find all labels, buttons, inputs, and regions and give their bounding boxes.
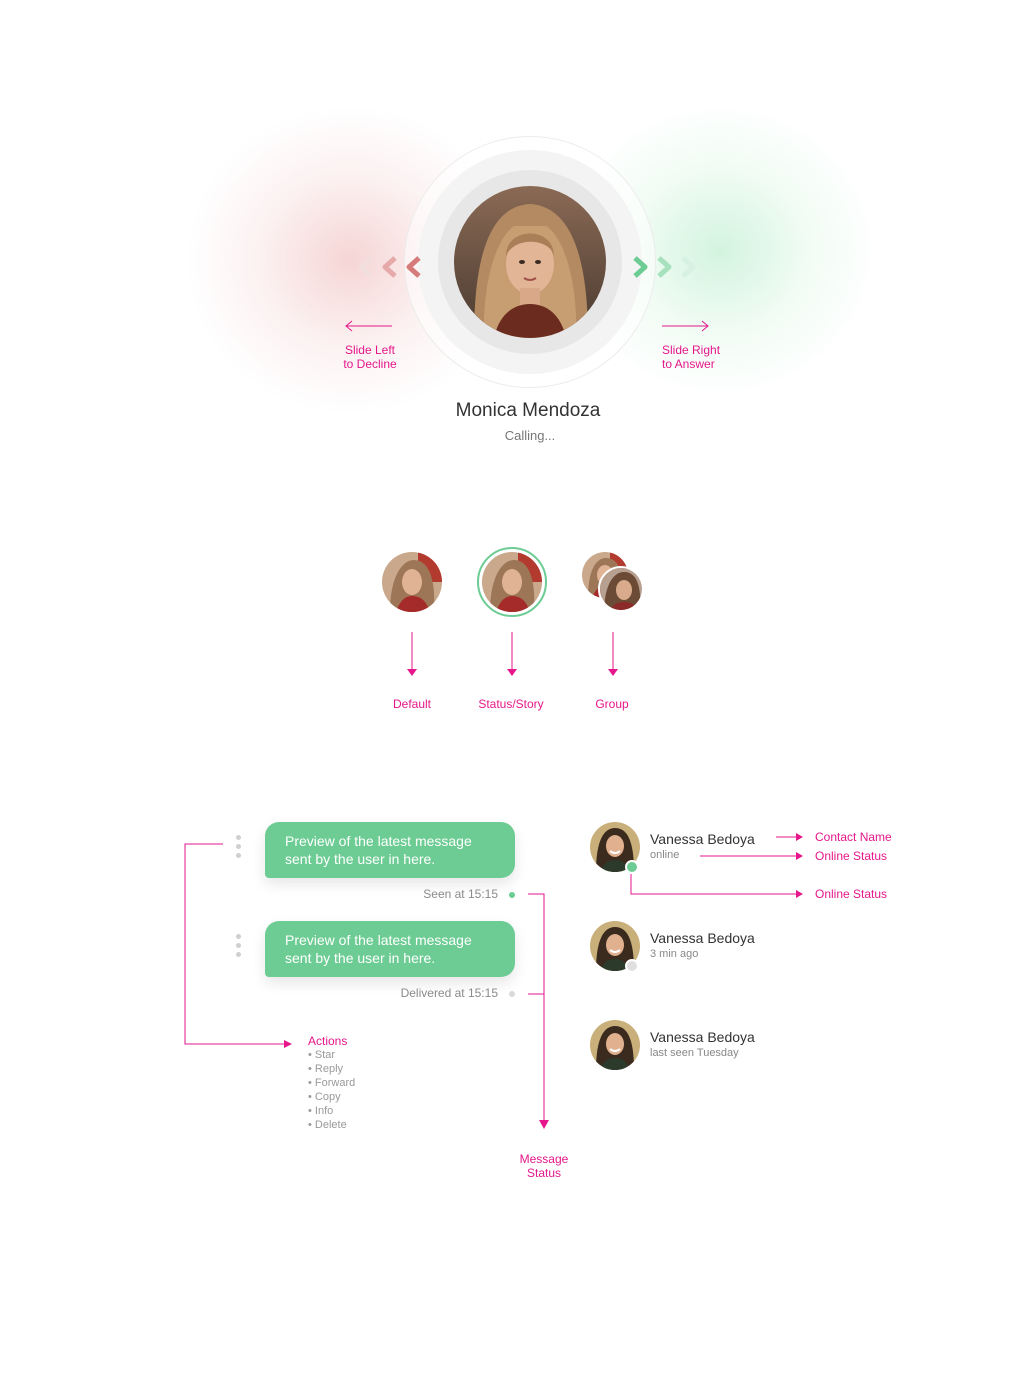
avatar-group-back[interactable] — [598, 566, 644, 612]
label-default: Default — [392, 697, 432, 711]
label-status-story: Status/Story — [478, 697, 544, 711]
message-bubble[interactable]: Preview of the latest message sent by th… — [265, 822, 515, 878]
dot — [236, 952, 241, 957]
message-actions-menu[interactable] — [236, 934, 242, 961]
actions-title: Actions — [308, 1034, 348, 1048]
decline-hint: Slide Left to Decline — [343, 343, 397, 371]
contact-avatar[interactable] — [590, 822, 640, 872]
arrow-right-icon — [700, 852, 803, 860]
call-status: Calling... — [504, 428, 556, 443]
seen-dot-icon — [509, 892, 515, 898]
annotation-online-status-dot: Online Status — [815, 887, 888, 901]
annotation-contact-name: Contact Name — [815, 830, 892, 844]
dot — [236, 853, 241, 858]
status-dot-connector — [630, 874, 803, 898]
message-bubble[interactable]: Preview of the latest message sent by th… — [265, 921, 515, 977]
dot — [236, 934, 241, 939]
contact-name: Vanessa Bedoya — [650, 1029, 755, 1045]
message-status-connector — [528, 893, 549, 1129]
avatar-status[interactable] — [482, 552, 542, 612]
caller-avatar[interactable] — [454, 186, 606, 338]
arrow-down-icon — [608, 632, 618, 676]
delivered-dot-icon — [509, 991, 515, 997]
contact-status: online — [650, 849, 680, 861]
avatar-default[interactable] — [382, 552, 442, 612]
actions-connector — [184, 843, 292, 1048]
message-status-label: Message Status — [519, 1152, 569, 1180]
contact-avatar[interactable] — [590, 1020, 640, 1070]
annotation-online-status: Online Status — [815, 849, 888, 863]
avatar-status-ring[interactable] — [477, 547, 547, 617]
arrow-left-icon — [345, 320, 392, 332]
label-group: Group — [595, 697, 629, 711]
decline-chevrons-icon[interactable] — [356, 254, 428, 280]
dot — [236, 835, 241, 840]
caller-name: Monica Mendoza — [455, 400, 601, 421]
contact-name: Vanessa Bedoya — [650, 930, 755, 946]
action-item: • Delete — [308, 1119, 347, 1131]
message-status-text: Seen at 15:15 — [423, 887, 498, 901]
arrow-right-icon — [662, 320, 709, 332]
online-status-dot — [625, 860, 639, 874]
answer-chevrons-icon[interactable] — [630, 254, 702, 280]
action-item: • Reply — [308, 1063, 344, 1075]
actions-list: • Star • Reply • Forward • Copy • Info •… — [308, 1048, 355, 1132]
contact-status: 3 min ago — [650, 948, 699, 960]
contact-status: last seen Tuesday — [650, 1047, 739, 1059]
action-item: • Copy — [308, 1091, 341, 1103]
answer-hint: Slide Right to Answer — [662, 343, 721, 371]
action-item: • Forward — [308, 1077, 356, 1089]
action-item: • Star — [308, 1049, 336, 1061]
contact-name: Vanessa Bedoya — [650, 831, 755, 847]
dot — [236, 943, 241, 948]
message-actions-menu[interactable] — [236, 835, 242, 862]
message-status-text: Delivered at 15:15 — [400, 986, 498, 1000]
arrow-down-icon — [407, 632, 417, 676]
offline-status-dot — [625, 959, 639, 973]
dot — [236, 844, 241, 849]
action-item: • Info — [308, 1105, 334, 1117]
arrow-right-icon — [776, 833, 803, 841]
arrow-down-icon — [507, 632, 517, 676]
